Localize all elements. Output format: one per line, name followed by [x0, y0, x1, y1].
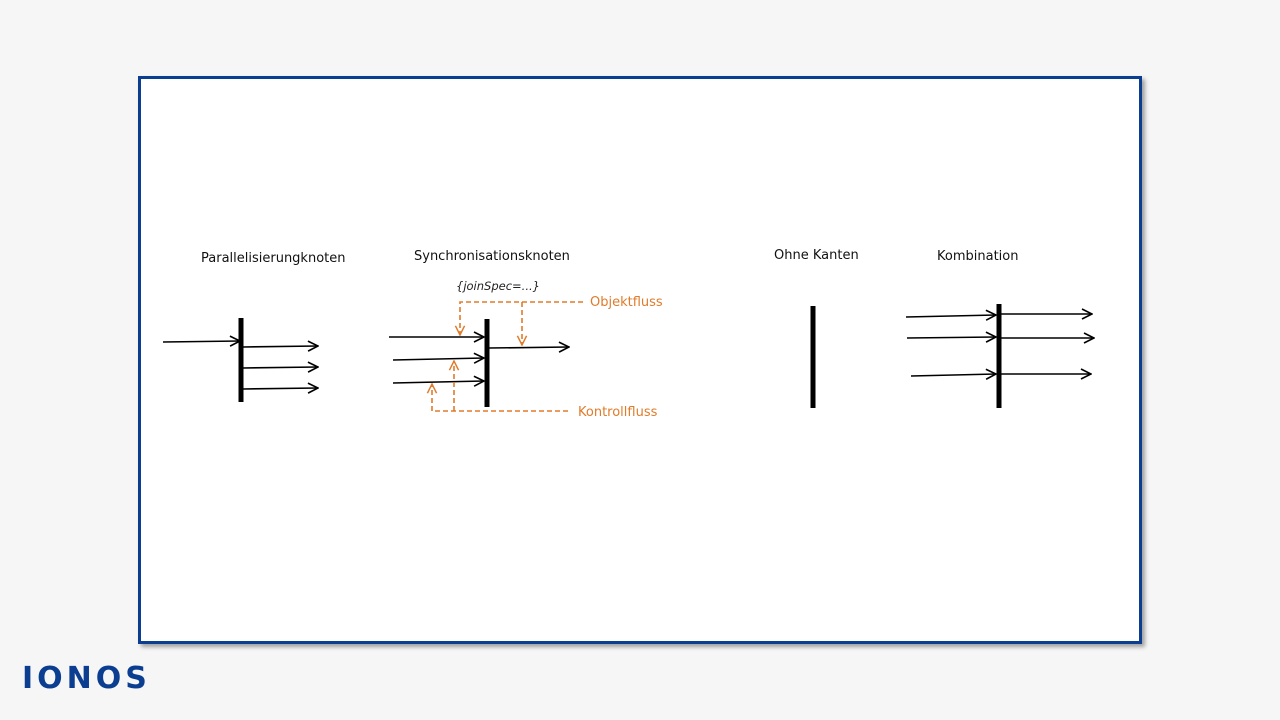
object-flow-label: Objektfluss: [590, 295, 663, 310]
heading-fork-node: Parallelisierungknoten: [201, 251, 346, 266]
join-node-outgoing-edge: [488, 347, 569, 348]
control-flow-label: Kontrollfluss: [578, 405, 658, 420]
heading-no-edges: Ohne Kanten: [774, 248, 859, 263]
slide-frame: [138, 76, 1142, 644]
fork-node-group: [162, 318, 318, 402]
ionos-logo: IONOS: [22, 661, 151, 696]
combination-node-incoming-edge: [905, 315, 996, 317]
join-node-incoming-edge: [392, 358, 484, 360]
heading-join-node: Synchronisationsknoten: [414, 249, 570, 264]
heading-combination: Kombination: [937, 249, 1018, 264]
object-flow-connector: [460, 301, 583, 335]
fork-node-outgoing-edge: [242, 388, 318, 389]
fork-node-outgoing-edge: [242, 367, 318, 368]
fork-node-incoming-edge: [162, 341, 240, 342]
combination-node-incoming-edge: [910, 374, 996, 376]
join-spec-label: {joinSpec=...}: [456, 279, 540, 293]
join-node-group: {joinSpec=...} Objektfluss Kontrollfluss: [389, 279, 663, 420]
control-flow-connector: [432, 384, 568, 412]
fork-node-outgoing-edge: [242, 346, 318, 347]
combination-node-group: [905, 304, 1094, 408]
join-node-incoming-edge: [392, 381, 484, 383]
combination-node-incoming-edge: [906, 337, 996, 338]
